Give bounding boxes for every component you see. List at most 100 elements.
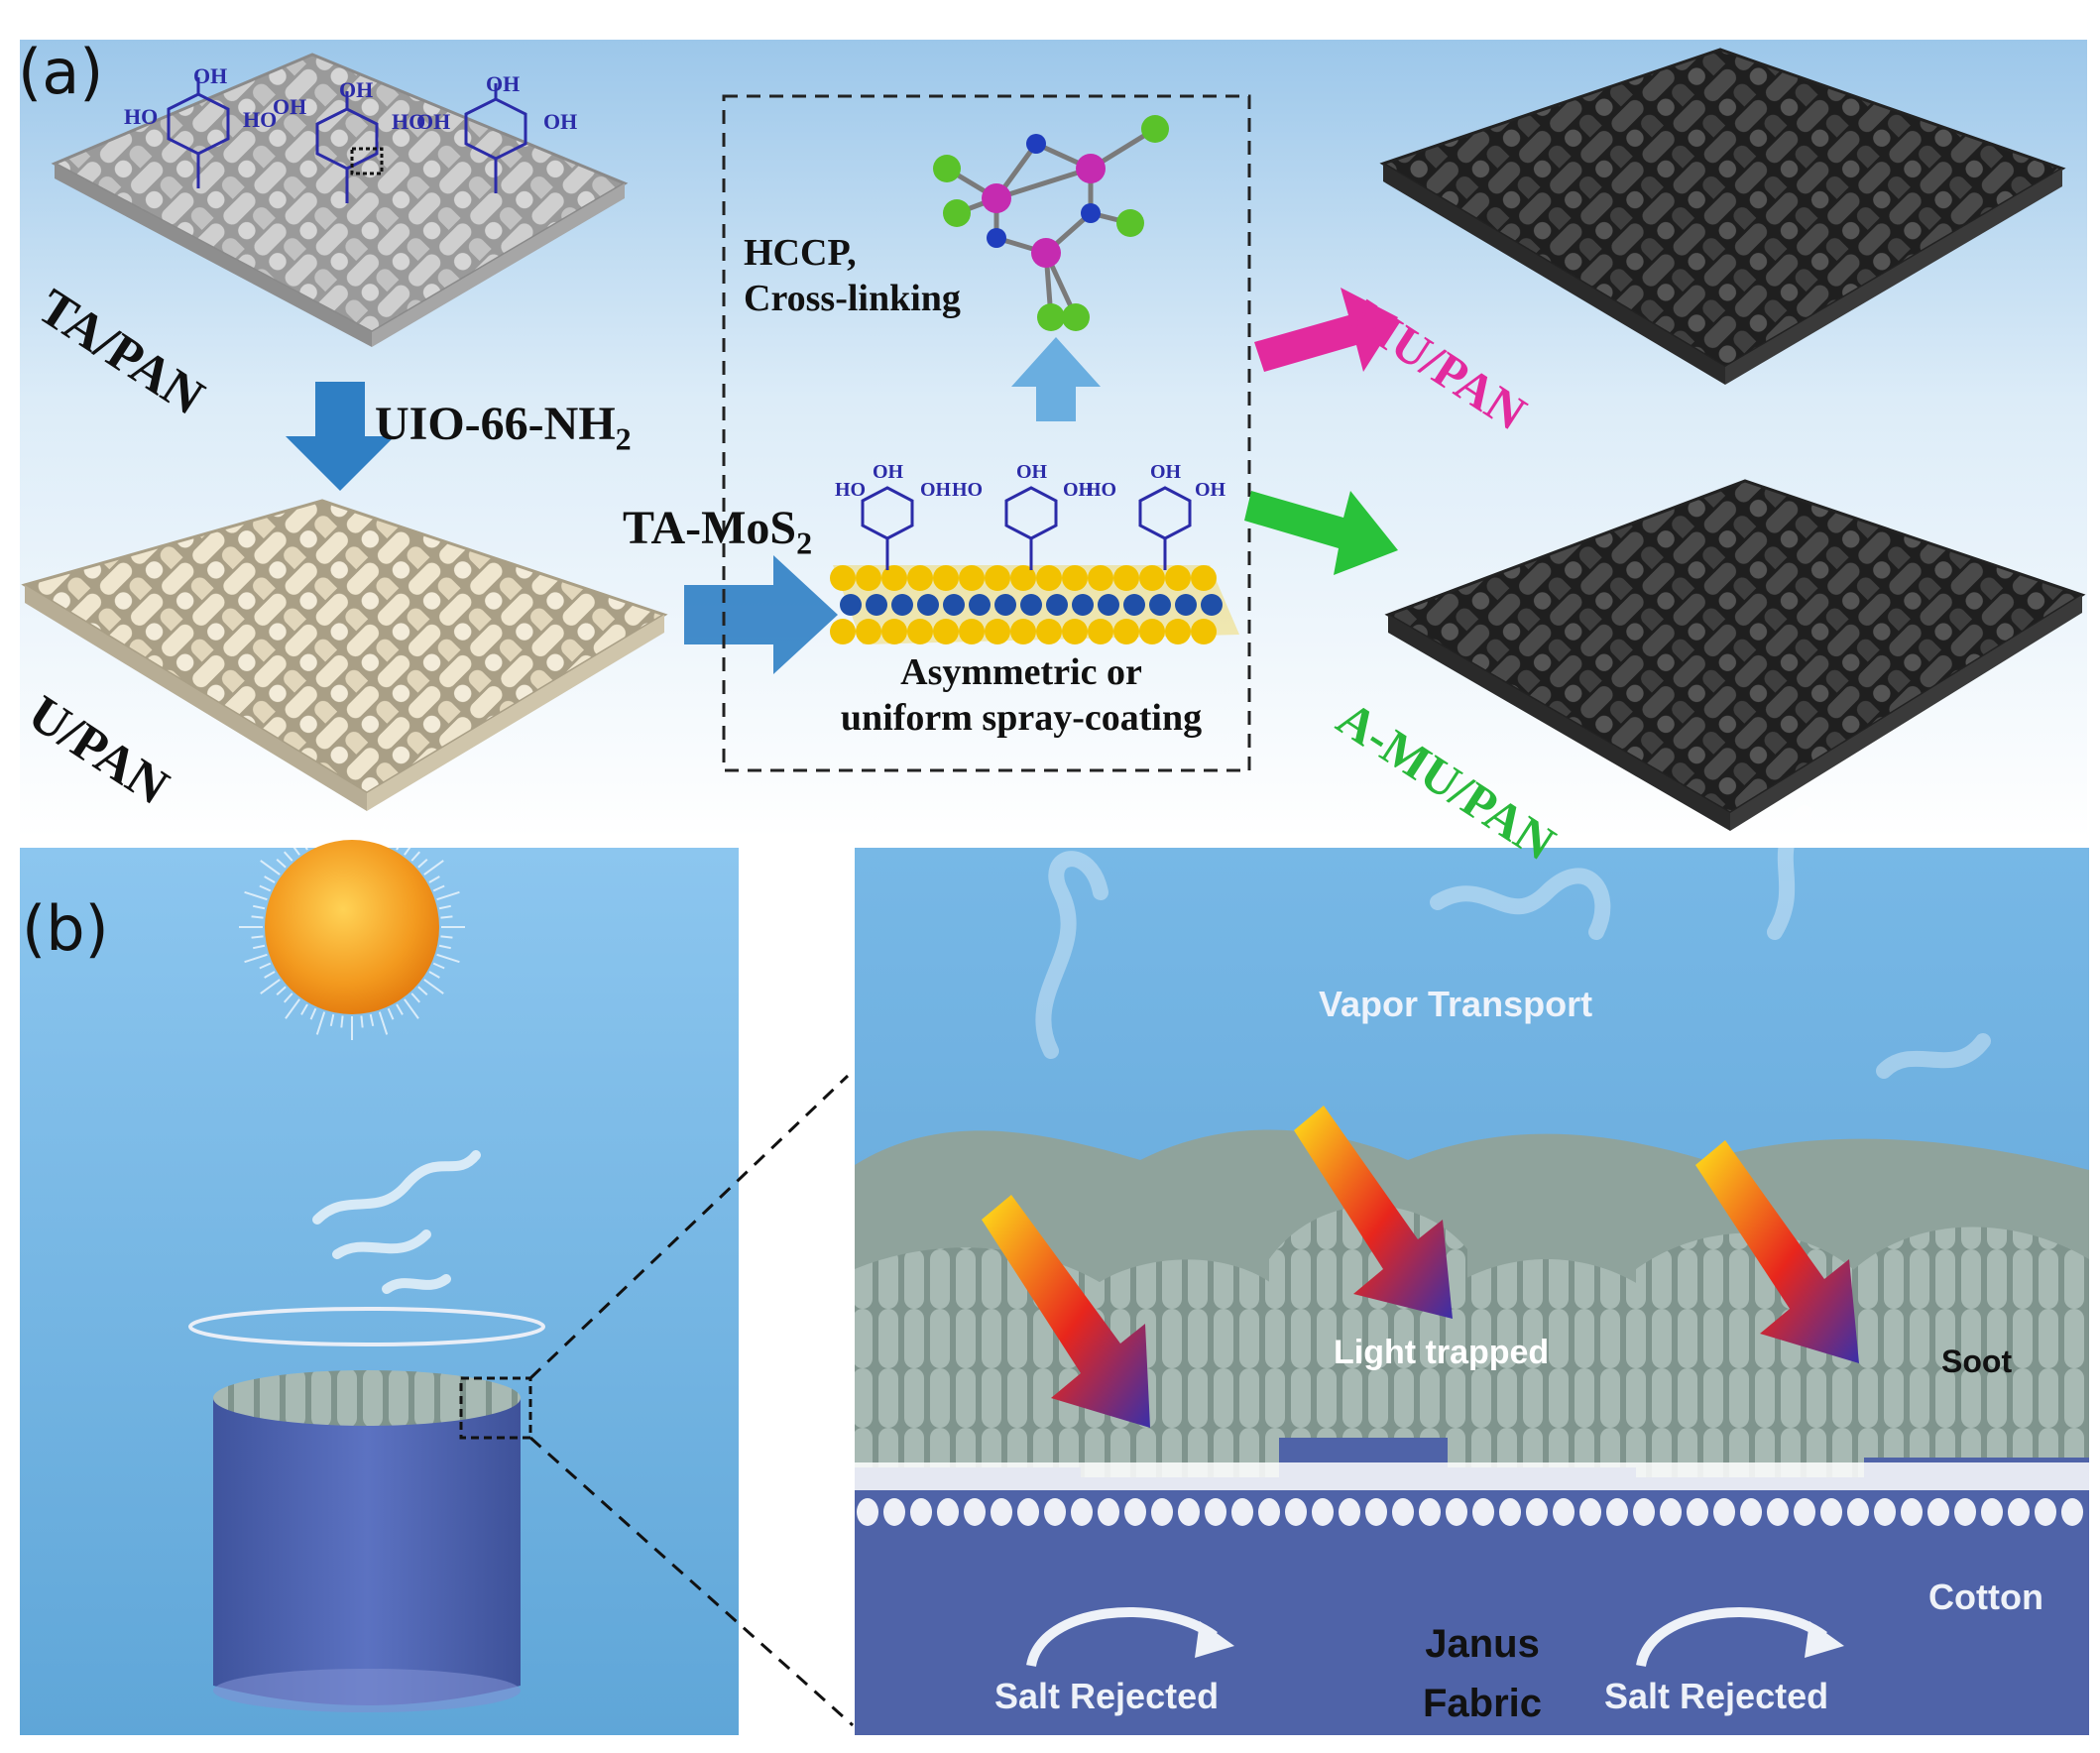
mos2-atom [1165,619,1191,644]
sun-ray [432,884,445,892]
cotton-fiber [1981,1498,2003,1526]
cotton-fiber [1017,1498,1039,1526]
mos2-atom [959,619,985,644]
sun-ray [329,1013,335,1026]
cotton-fiber [1820,1498,1842,1526]
sun-ray [378,1011,389,1035]
sun-ray [423,979,444,994]
sun-ray [387,834,395,847]
spray-coating-label: Asymmetric or uniform spray-coating [840,651,1203,739]
mos2-atom [1191,619,1217,644]
sun-ray [440,915,453,919]
mos2-atom [830,619,856,644]
sun-ray [387,1007,395,1020]
soot-label: Soot [1941,1344,2013,1379]
cotton-fiber [1874,1498,1896,1526]
sun-ray [360,1015,364,1028]
mos2-atom [1020,594,1042,616]
hydroxyl-label: OH [873,461,904,483]
u-pan-fabric [21,499,668,811]
sun-ray [259,962,272,970]
mos2-atom [907,619,933,644]
mos2-atom [1036,619,1062,644]
cotton-fiber [1954,1498,1976,1526]
hydroxyl-labels: OH HO OH OH HO HO OH OH OH [124,63,577,134]
cotton-fiber [1713,1498,1735,1526]
beaker-fabric [213,1370,521,1426]
cotton-fiber [1339,1498,1360,1526]
sun-ray [284,851,293,862]
mos2-atom [943,594,965,616]
cotton-fiber [1740,1498,1762,1526]
sun-ray [396,839,404,851]
sun-ray [360,826,364,839]
curved-arrow-icon [1636,1607,1827,1668]
sun-ray [300,839,308,851]
cotton-fiber [1927,1498,1949,1526]
sun-ray [315,1011,326,1035]
sun-ray [410,993,420,1003]
mos2-atom [933,619,959,644]
cotton-fiber [1847,1498,1869,1526]
curved-arrow-head-icon [1195,1621,1234,1658]
cotton-fiber [991,1498,1012,1526]
vapor-transport-label: Vapor Transport [1319,984,1593,1024]
hydroxyl-label: OH [1063,479,1095,501]
cotton-fiber [1499,1498,1521,1526]
cotton-fiber [883,1498,905,1526]
hccp-label: HCCP, Cross-linking [744,232,961,319]
mos2-atom [891,594,913,616]
mos2-atom [1175,594,1197,616]
light-arrow [1695,1140,1859,1363]
mos2-atom [917,594,939,616]
cotton-fiber [1044,1498,1066,1526]
cotton-fiber [1098,1498,1119,1526]
sun-ray [417,986,428,995]
zoom-line-bottom [529,1436,854,1727]
mos2-atom [1036,565,1062,591]
hccp-molecule [933,115,1169,331]
cotton-fiber [1419,1498,1441,1526]
cotton-fiber [1071,1498,1093,1526]
curved-arrow-icon [1026,1607,1218,1668]
panel-a-label: (a) [18,36,104,108]
mos2-atom [1046,594,1068,616]
salt-rejected-arrows [1026,1607,1827,1668]
cotton-fiber [1392,1498,1414,1526]
mos2-atom [856,565,881,591]
zoom-line-top [528,1074,850,1380]
mu-pan-fabric [1379,48,2066,385]
cotton-fiber [1606,1498,1628,1526]
hydroxyl-label: OH [1016,461,1048,483]
sun-ray [438,904,451,910]
tannic-acid-molecule [167,77,527,203]
sun-ray [244,953,268,964]
mos2-atom [985,619,1010,644]
cotton-fiber [1901,1498,1923,1526]
sun-ray [369,1013,375,1026]
mos2-atom [1201,594,1223,616]
cotton-fiber [910,1498,932,1526]
sun-ray [423,860,444,876]
cotton-fiber [2061,1498,2083,1526]
sun-ray [436,890,460,901]
hydroxyl-label: OH [339,77,373,102]
sun-ray [253,904,266,910]
sun-ray [264,876,276,883]
sun-ray [315,819,326,843]
mos2-atom [830,565,856,591]
cotton-fiber [1312,1498,1334,1526]
sun-ray [438,944,451,950]
hydroxyl-label: HO [124,104,158,129]
mos2-atom [1010,619,1036,644]
salt-rejected-right-label: Salt Rejected [1604,1676,1829,1716]
mos2-atom [1010,565,1036,591]
sun-ray [396,1003,404,1015]
sun-ray [251,935,264,939]
mos2-atom [866,594,887,616]
cotton-fiber [1258,1498,1280,1526]
mos2-atom [1149,594,1171,616]
sun-ray [285,835,300,856]
mos2-atom-rows [830,565,1223,644]
mos2-atom [1088,565,1113,591]
